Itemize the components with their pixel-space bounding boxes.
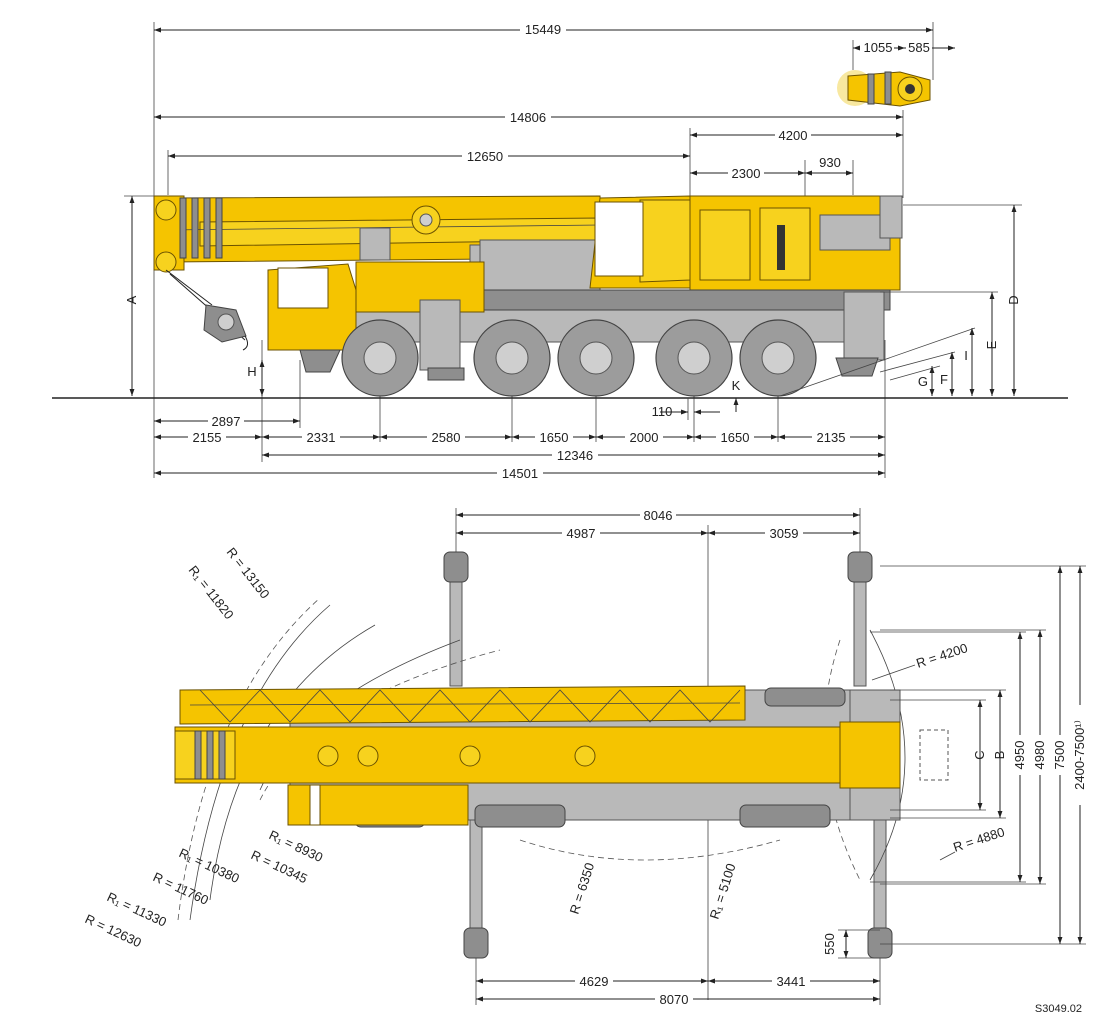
- radius-6350: R = 6350: [567, 861, 598, 916]
- dim-4987: 4987: [567, 526, 596, 541]
- dim-3059: 3059: [770, 526, 799, 541]
- dim-2897: 2897: [212, 414, 241, 429]
- dim-1650-a: 1650: [540, 430, 569, 445]
- dim-2331: 2331: [307, 430, 336, 445]
- dim-2400-7500: 2400-7500¹⁾: [1072, 720, 1087, 790]
- letter-b: B: [992, 751, 1007, 760]
- top-lattice-jib: [179, 685, 746, 725]
- dim-2000: 2000: [630, 430, 659, 445]
- dim-2155: 2155: [193, 430, 222, 445]
- dim-12650: 12650: [467, 149, 503, 164]
- dim-7500: 7500: [1052, 741, 1067, 770]
- dim-4200: 4200: [779, 128, 808, 143]
- dim-1650-b: 1650: [721, 430, 750, 445]
- dim-2580: 2580: [432, 430, 461, 445]
- dim-8046: 8046: [644, 508, 673, 523]
- letter-g: G: [918, 374, 928, 389]
- dim-8070: 8070: [660, 992, 689, 1007]
- letter-c: C: [972, 750, 987, 759]
- letter-d: D: [1006, 295, 1021, 304]
- radius-4200: R = 4200: [914, 640, 969, 671]
- dim-3441: 3441: [777, 974, 806, 989]
- letter-e: E: [984, 340, 999, 349]
- wheels: [341, 319, 817, 397]
- radius-11820: R₁ = 11820: [186, 563, 237, 622]
- dim-15449: 15449: [525, 22, 561, 37]
- dim-930: 930: [819, 155, 841, 170]
- dim-550: 550: [822, 933, 837, 955]
- dim-585: 585: [908, 40, 930, 55]
- letter-f: F: [940, 372, 948, 387]
- radius-11760: R = 11760: [151, 869, 211, 908]
- radius-12630: R = 12630: [83, 911, 144, 950]
- radius-4880: R = 4880: [951, 824, 1006, 855]
- dim-12346: 12346: [557, 448, 593, 463]
- dim-1055: 1055: [864, 40, 893, 55]
- folded-jib: [837, 70, 931, 107]
- radius-13150: R = 13150: [224, 545, 273, 602]
- radius-5100: R₁ = 5100: [707, 862, 739, 921]
- hook-block: [165, 269, 249, 351]
- dim-14806: 14806: [510, 110, 546, 125]
- letter-h: H: [247, 364, 256, 379]
- dim-4980: 4980: [1032, 741, 1047, 770]
- letter-a: A: [124, 295, 139, 304]
- dim-4629: 4629: [580, 974, 609, 989]
- dim-4950: 4950: [1012, 741, 1027, 770]
- superstructure: [479, 195, 903, 291]
- outriggers: [443, 551, 893, 959]
- dim-2135: 2135: [817, 430, 846, 445]
- top-main-boom: [174, 721, 901, 826]
- dim-14501: 14501: [502, 466, 538, 481]
- letter-i: I: [964, 348, 968, 363]
- dim-110: 110: [652, 404, 673, 419]
- letter-k: K: [732, 378, 741, 393]
- top-view: 8046 4987 3059: [83, 507, 1088, 1007]
- dim-2300: 2300: [732, 166, 761, 181]
- drawing-code: S3049.02: [1035, 1003, 1082, 1015]
- side-view: 15449 1055 585 14806 4200 12650 2300 930: [52, 21, 1068, 481]
